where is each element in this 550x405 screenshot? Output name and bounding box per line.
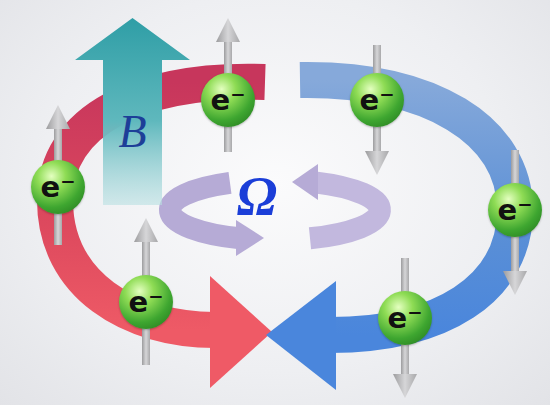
electron-sphere: e⁻ <box>31 160 85 214</box>
electron-symbol: e⁻ <box>360 86 395 115</box>
electron-sphere: e⁻ <box>350 73 404 127</box>
blue-current-arrow <box>266 80 515 390</box>
magnetic-field-arrow: B <box>75 18 190 205</box>
spin-arrows <box>46 18 527 398</box>
electron-sphere: e⁻ <box>119 275 173 329</box>
angular-velocity-symbol: Ω <box>237 169 277 223</box>
electron-symbol: e⁻ <box>498 196 533 225</box>
electron-sphere: e⁻ <box>488 183 542 237</box>
electron-sphere: e⁻ <box>201 73 255 127</box>
electron-symbol: e⁻ <box>129 288 164 317</box>
electron-symbol: e⁻ <box>388 304 423 333</box>
rotation-arrow <box>170 164 380 256</box>
electron-symbol: e⁻ <box>41 173 76 202</box>
field-symbol: B <box>118 109 146 155</box>
red-current-arrow <box>55 82 272 388</box>
electron-symbol: e⁻ <box>211 86 246 115</box>
electron-sphere: e⁻ <box>378 291 432 345</box>
